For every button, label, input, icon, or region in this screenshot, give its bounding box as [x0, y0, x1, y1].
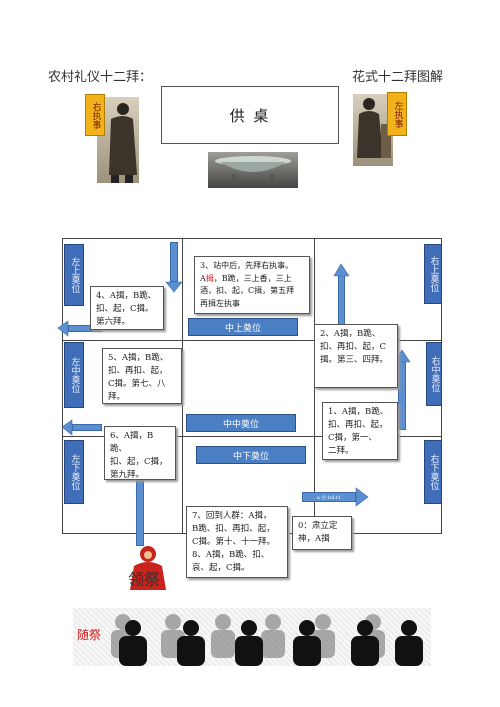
path-arrow	[72, 424, 102, 431]
seat-center-mid-label: 中中奠位	[222, 419, 259, 430]
step-3-red-text: 揖	[205, 273, 214, 283]
step-8-line: 哀、起，C揖。	[192, 563, 250, 573]
step-1-line: C揖，第一、	[328, 433, 378, 443]
seat-left-bot-label: 左下奠位	[69, 454, 80, 490]
seat-right-bot: 右下奠位	[424, 440, 442, 504]
step-2-line: 2、A揖，B跪、	[320, 329, 381, 339]
step-4-note: 4、A揖，B跪、 扣、起，C揖。 第六拜。	[90, 286, 164, 330]
step-7-line: C揖。第十、十一拜。	[192, 537, 276, 547]
seat-center-top-label: 中上奠位	[224, 323, 261, 334]
step-3-text: ，B跪，三上香，三上	[213, 273, 292, 283]
grid-line	[62, 436, 442, 437]
followers-group: 随祭	[73, 608, 431, 666]
step-7-line: 7、回到人群：A揖，	[192, 511, 272, 521]
seat-center-bot: 中下奠位	[196, 446, 306, 464]
seat-center-top: 中上奠位	[188, 318, 298, 336]
followers-silhouettes-icon	[111, 614, 423, 666]
step-2-line: 揖。第三、四拜。	[320, 355, 389, 365]
step-7-8-note: 7、回到人群：A揖， B跪、扣、再扣、起， C揖。第十、十一拜。 8、A揖，B跪…	[186, 506, 288, 578]
left-attendant-tag: 左执事	[387, 92, 407, 136]
vessel-icon	[215, 156, 291, 183]
step-5-line: 拜。	[108, 392, 126, 402]
altar-label: 供 桌	[229, 106, 271, 125]
step-6-line: 6、A揖，B跪、	[110, 431, 154, 454]
left-attendant-label: 左执事	[392, 100, 403, 128]
seat-right-mid: 右中奠位	[426, 342, 442, 406]
lead-label: 领祭	[128, 570, 161, 589]
step-4-line: 扣、起，C揖。	[96, 304, 154, 314]
step-4-line: 4、A揖，B跪、	[96, 291, 157, 301]
seat-right-top: 右上奠位	[424, 244, 442, 304]
step-3-line: 3、站中后，先拜右执事。	[200, 261, 294, 270]
small-arrow-label: a 小·bd·t1	[316, 494, 342, 501]
seat-left-mid-label: 左中奠位	[69, 357, 80, 393]
step-6-note: 6、A揖，B跪、 扣、起，C揖， 第九拜。	[104, 426, 176, 480]
left-attendant-photo	[353, 94, 393, 166]
altar-vessel-photo	[208, 152, 298, 188]
seat-right-mid-label: 右中奠位	[429, 356, 440, 392]
step-7-line: B跪、扣、再扣、起，	[192, 524, 275, 534]
step-5-line: 5、A揖，B跪、	[108, 353, 169, 363]
step-5-line: 扣、再扣、起，	[108, 366, 168, 376]
step-1-line: 1、A揖，B跪、	[328, 407, 389, 417]
step-6-line: 扣、起，C揖，	[110, 457, 168, 467]
seat-center-mid: 中中奠位	[186, 414, 296, 432]
seat-left-mid: 左中奠位	[64, 342, 84, 408]
seat-left-top: 左上奠位	[64, 244, 84, 306]
step-5-line: C揖。第七、八	[108, 379, 166, 389]
step-3-note: 3、站中后，先拜右执事。 A揖，B跪，三上香，三上 酒，扣、起，C揖，第五拜 再…	[194, 256, 310, 314]
path-arrow-labeled: a 小·bd·t1	[302, 492, 356, 502]
seat-left-top-label: 左上奠位	[69, 257, 80, 293]
path-arrow	[170, 242, 178, 282]
lead-mourner-icon	[130, 546, 166, 590]
attendant-figure-icon	[357, 98, 391, 158]
right-attendant-label: 右执事	[90, 101, 101, 129]
seat-center-bot-label: 中下奠位	[232, 451, 269, 462]
seat-left-bot: 左下奠位	[64, 440, 84, 504]
altar-table: 供 桌	[161, 86, 339, 144]
path-arrow	[136, 480, 144, 546]
step-1-line: 扣、再扣、起，	[328, 420, 388, 430]
right-attendant-tag: 右执事	[85, 94, 105, 136]
attendant-figure-icon	[109, 103, 137, 183]
step-0-note: 0：肃立定 神，A揖	[292, 516, 352, 550]
seat-right-bot-label: 右下奠位	[428, 454, 439, 490]
right-attendant-photo	[97, 97, 139, 183]
left-title: 农村礼仪十二拜：	[48, 70, 153, 85]
step-2-line: 扣、再扣、起，C	[320, 342, 387, 352]
step-3-line: A揖，B跪，三上香，三上	[200, 273, 304, 286]
step-3-line: 再揖左执事	[200, 298, 240, 308]
step-3-line: 酒，扣、起，C揖，第五拜	[200, 286, 295, 295]
step-1-line: 二拜。	[328, 446, 354, 456]
step-2-note: 2、A揖，B跪、 扣、再扣、起，C 揖。第三、四拜。	[314, 324, 398, 388]
step-6-line: 第九拜。	[110, 470, 145, 480]
right-title: 花式十二拜图解	[352, 70, 444, 85]
step-3-text: A	[200, 273, 206, 283]
grid-line	[62, 340, 442, 341]
step-5-note: 5、A揖，B跪、 扣、再扣、起， C揖。第七、八 拜。	[102, 348, 182, 404]
lead-figure: 领祭	[120, 544, 178, 594]
step-8-line: 8、A揖，B跪、扣、	[192, 550, 270, 560]
step-0-line: 神，A揖	[298, 534, 330, 544]
seat-right-top-label: 右上奠位	[428, 256, 439, 292]
followers-label: 随祭	[77, 628, 102, 642]
step-4-line: 第六拜。	[96, 317, 131, 327]
step-1-note: 1、A揖，B跪、 扣、再扣、起， C揖，第一、 二拜。	[322, 402, 398, 460]
grid-line	[182, 238, 183, 534]
step-0-line: 0：肃立定	[298, 521, 338, 531]
